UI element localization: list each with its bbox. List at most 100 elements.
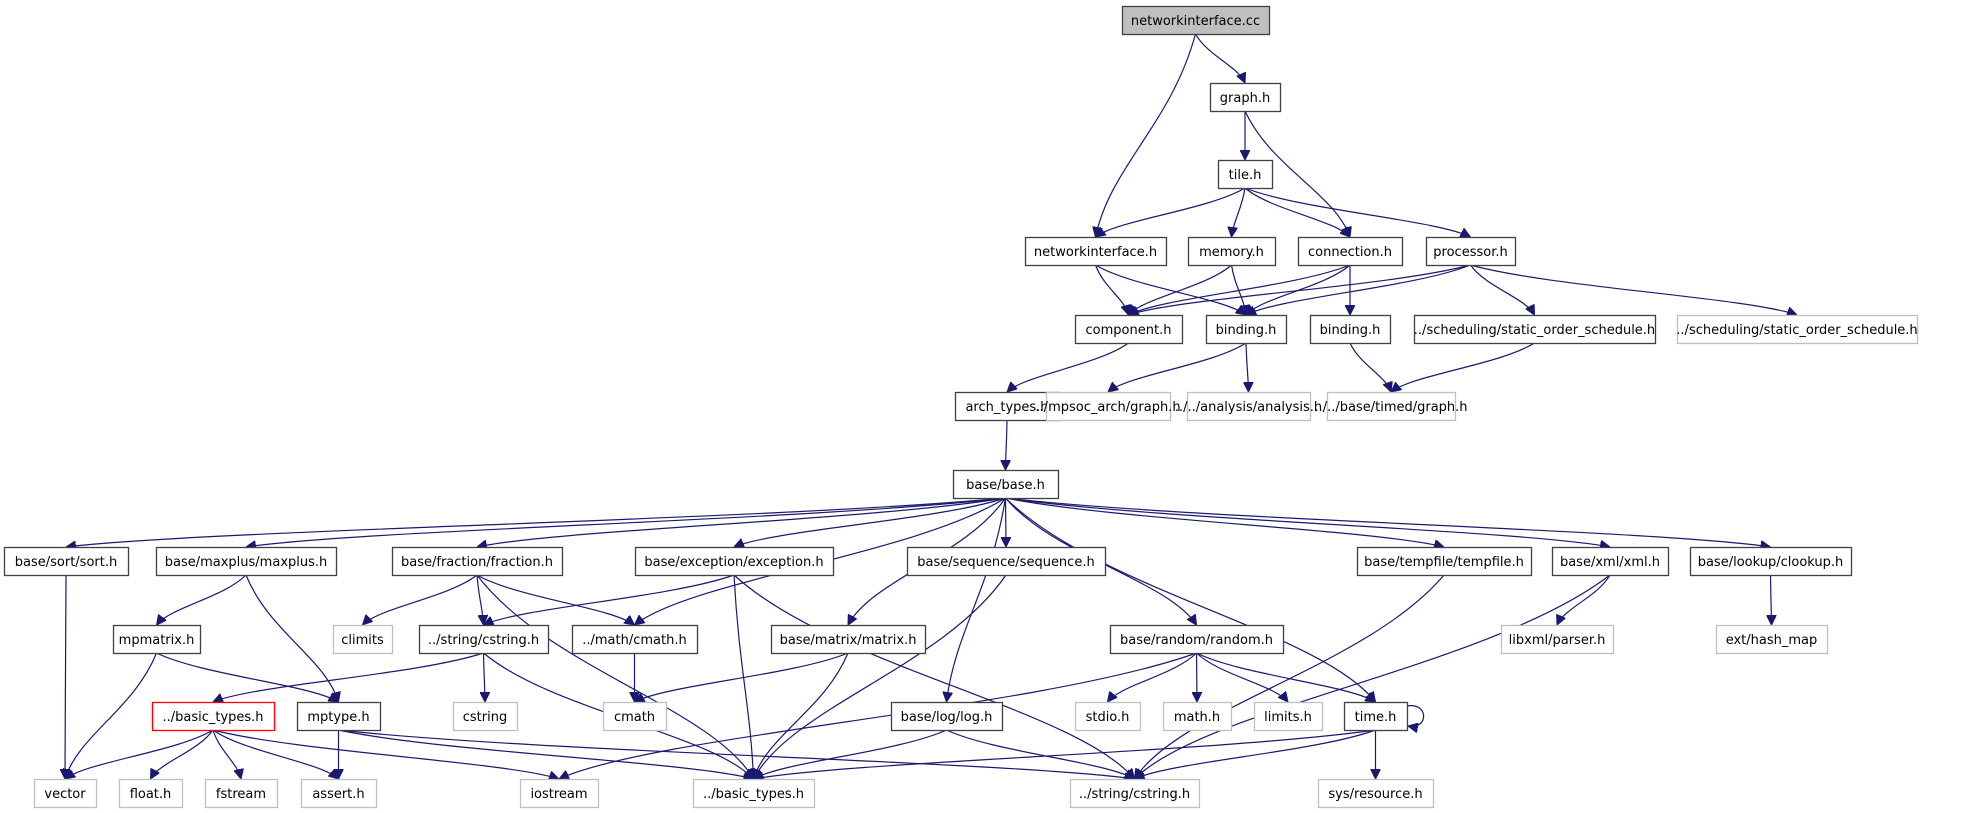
node-climits: climits	[332, 624, 394, 655]
node-label: ../mpsoc_arch/graph.h	[1035, 400, 1180, 415]
edge-basictypes1-to-assert	[212, 729, 339, 779]
node-box	[1425, 236, 1517, 267]
node-base-log-log-h[interactable]: base/log/log.h	[890, 701, 1004, 732]
node-label: float.h	[130, 787, 172, 802]
node-base-maxplus-maxplus-h[interactable]: base/maxplus/maxplus.h	[155, 546, 338, 577]
node-label: climits	[341, 633, 384, 648]
node-networkinterface-h[interactable]: networkinterface.h	[1024, 236, 1168, 267]
node-label: cstring	[463, 710, 507, 725]
node-time-h[interactable]: time.h	[1343, 701, 1409, 732]
node-vector: vector	[33, 778, 98, 809]
node-box	[3, 546, 130, 577]
node-arch-types-h[interactable]: arch_types.h	[954, 391, 1061, 422]
node-label: base/lookup/clookup.h	[1698, 555, 1844, 570]
node-tile-h[interactable]: tile.h	[1217, 159, 1274, 190]
node-scheduling-static-order-schedule-h[interactable]: ../scheduling/static_order_schedule.h	[1414, 314, 1657, 345]
node-base-sort-sort-h[interactable]: base/sort/sort.h	[3, 546, 130, 577]
node-base-base-h[interactable]: base/base.h	[952, 469, 1060, 500]
edge-base-to-clookup	[1005, 497, 1771, 547]
edge-base-to-sequence	[1006, 497, 1007, 547]
node-label: sys/resource.h	[1328, 787, 1422, 802]
node-base-sequence-sequence-h[interactable]: base/sequence/sequence.h	[906, 546, 1107, 577]
edge-base-to-log	[947, 497, 1007, 702]
node-connection-h[interactable]: connection.h	[1297, 236, 1404, 267]
node-box	[1045, 391, 1172, 422]
node-processor-h[interactable]: processor.h	[1425, 236, 1517, 267]
edge-fraction-to-basictypes2	[476, 574, 754, 779]
node-base-fraction-fraction-h[interactable]: base/fraction/fraction.h	[391, 546, 564, 577]
edge-maxplus-to-mpmatrix	[157, 574, 247, 625]
edge-fraction-to-cmath1	[476, 574, 635, 625]
edge-bind2-to-timed	[1349, 342, 1391, 392]
node-label: ../string/cstring.h	[1079, 787, 1190, 802]
node-box	[33, 778, 98, 809]
node-string-cstring-h[interactable]: ../string/cstring.h	[418, 624, 550, 655]
node-label: networkinterface.cc	[1131, 14, 1260, 29]
edge-comp-to-arch	[1007, 342, 1129, 392]
node-box	[1186, 391, 1312, 422]
edge-base-to-maxplus	[246, 497, 1006, 547]
node-libxml-parser-h: libxml/parser.h	[1500, 624, 1615, 655]
edge-basictypes1-to-float	[151, 729, 214, 779]
node-box	[692, 778, 816, 809]
node-memory-h[interactable]: memory.h	[1187, 236, 1277, 267]
node-networkinterface-cc[interactable]: networkinterface.cc	[1121, 5, 1271, 36]
edge-base-to-fraction	[477, 497, 1006, 547]
node-label: networkinterface.h	[1034, 245, 1157, 260]
node-analysis-analysis-h: ../../analysis/analysis.h	[1175, 391, 1322, 422]
node-box	[906, 546, 1107, 577]
edge-matrix-to-basictypes2	[754, 652, 849, 779]
edge-basictypes1-to-iostream	[212, 729, 559, 779]
node-base-lookup-clookup-h[interactable]: base/lookup/clookup.h	[1689, 546, 1853, 577]
node-graph-h[interactable]: graph.h	[1209, 82, 1282, 113]
node-box	[890, 701, 1004, 732]
node-basic-types-h[interactable]: ../basic_types.h	[151, 701, 276, 732]
node-binding-h[interactable]: binding.h	[1205, 314, 1288, 345]
edge-base-to-tempfile	[1005, 497, 1445, 547]
edge-graph-to-conn	[1244, 110, 1350, 237]
edge-tile-to-proc	[1244, 187, 1471, 238]
node-sys-resource-h: sys/resource.h	[1317, 778, 1435, 809]
node-label: ../math/cmath.h	[582, 633, 686, 648]
edge-base-to-random	[1005, 497, 1197, 625]
node-label: mptype.h	[307, 710, 369, 725]
node-mpmatrix-h[interactable]: mpmatrix.h	[112, 624, 202, 655]
edge-clookup-to-hashmap	[1771, 574, 1772, 625]
node-box	[1253, 701, 1324, 732]
edge-root-to-netif	[1096, 33, 1197, 237]
edge-matrix-to-cmath_std	[635, 652, 849, 703]
edge-netif-to-comp	[1094, 264, 1129, 315]
edge-base-to-time	[1005, 497, 1376, 702]
node-base-tempfile-tempfile-h[interactable]: base/tempfile/tempfile.h	[1356, 546, 1533, 577]
node-box	[418, 624, 550, 655]
node-component-h[interactable]: component.h	[1074, 314, 1184, 345]
node-assert-h: assert.h	[300, 778, 378, 809]
node-base-matrix-matrix-h[interactable]: base/matrix/matrix.h	[770, 624, 927, 655]
node-box	[332, 624, 394, 655]
node-label: connection.h	[1308, 245, 1392, 260]
node-base-xml-xml-h[interactable]: base/xml/xml.h	[1551, 546, 1670, 577]
edge-mptype-to-basictypes2	[338, 729, 754, 779]
node-label: base/maxplus/maxplus.h	[165, 555, 328, 570]
node-math-cmath-h[interactable]: ../math/cmath.h	[571, 624, 699, 655]
node-box	[1676, 314, 1919, 345]
node-box	[452, 701, 519, 732]
node-base-timed-graph-h: ../../base/timed/graph.h	[1314, 391, 1468, 422]
edge-mpmatrix-to-mptype	[156, 652, 339, 702]
node-base-random-random-h[interactable]: base/random/random.h	[1109, 624, 1285, 655]
node-base-exception-exception-h[interactable]: base/exception/exception.h	[634, 546, 835, 577]
node-label: base/tempfile/tempfile.h	[1364, 555, 1524, 570]
edge-bind1-to-analysis	[1246, 342, 1249, 392]
node-binding-h[interactable]: binding.h	[1309, 314, 1392, 345]
node-label: base/fraction/fraction.h	[401, 555, 553, 570]
node-box	[1297, 236, 1404, 267]
edge-bind1-to-mpsoc	[1108, 342, 1247, 392]
node-label: vector	[44, 787, 86, 802]
edge-log-to-basictypes2	[754, 729, 947, 779]
edge-exception-to-basictypes2	[733, 574, 754, 779]
edge-exception-to-cstring1	[484, 574, 735, 625]
node-mptype-h[interactable]: mptype.h	[296, 701, 382, 732]
node-box	[1074, 314, 1184, 345]
edge-proc-to-sched1	[1470, 264, 1535, 315]
